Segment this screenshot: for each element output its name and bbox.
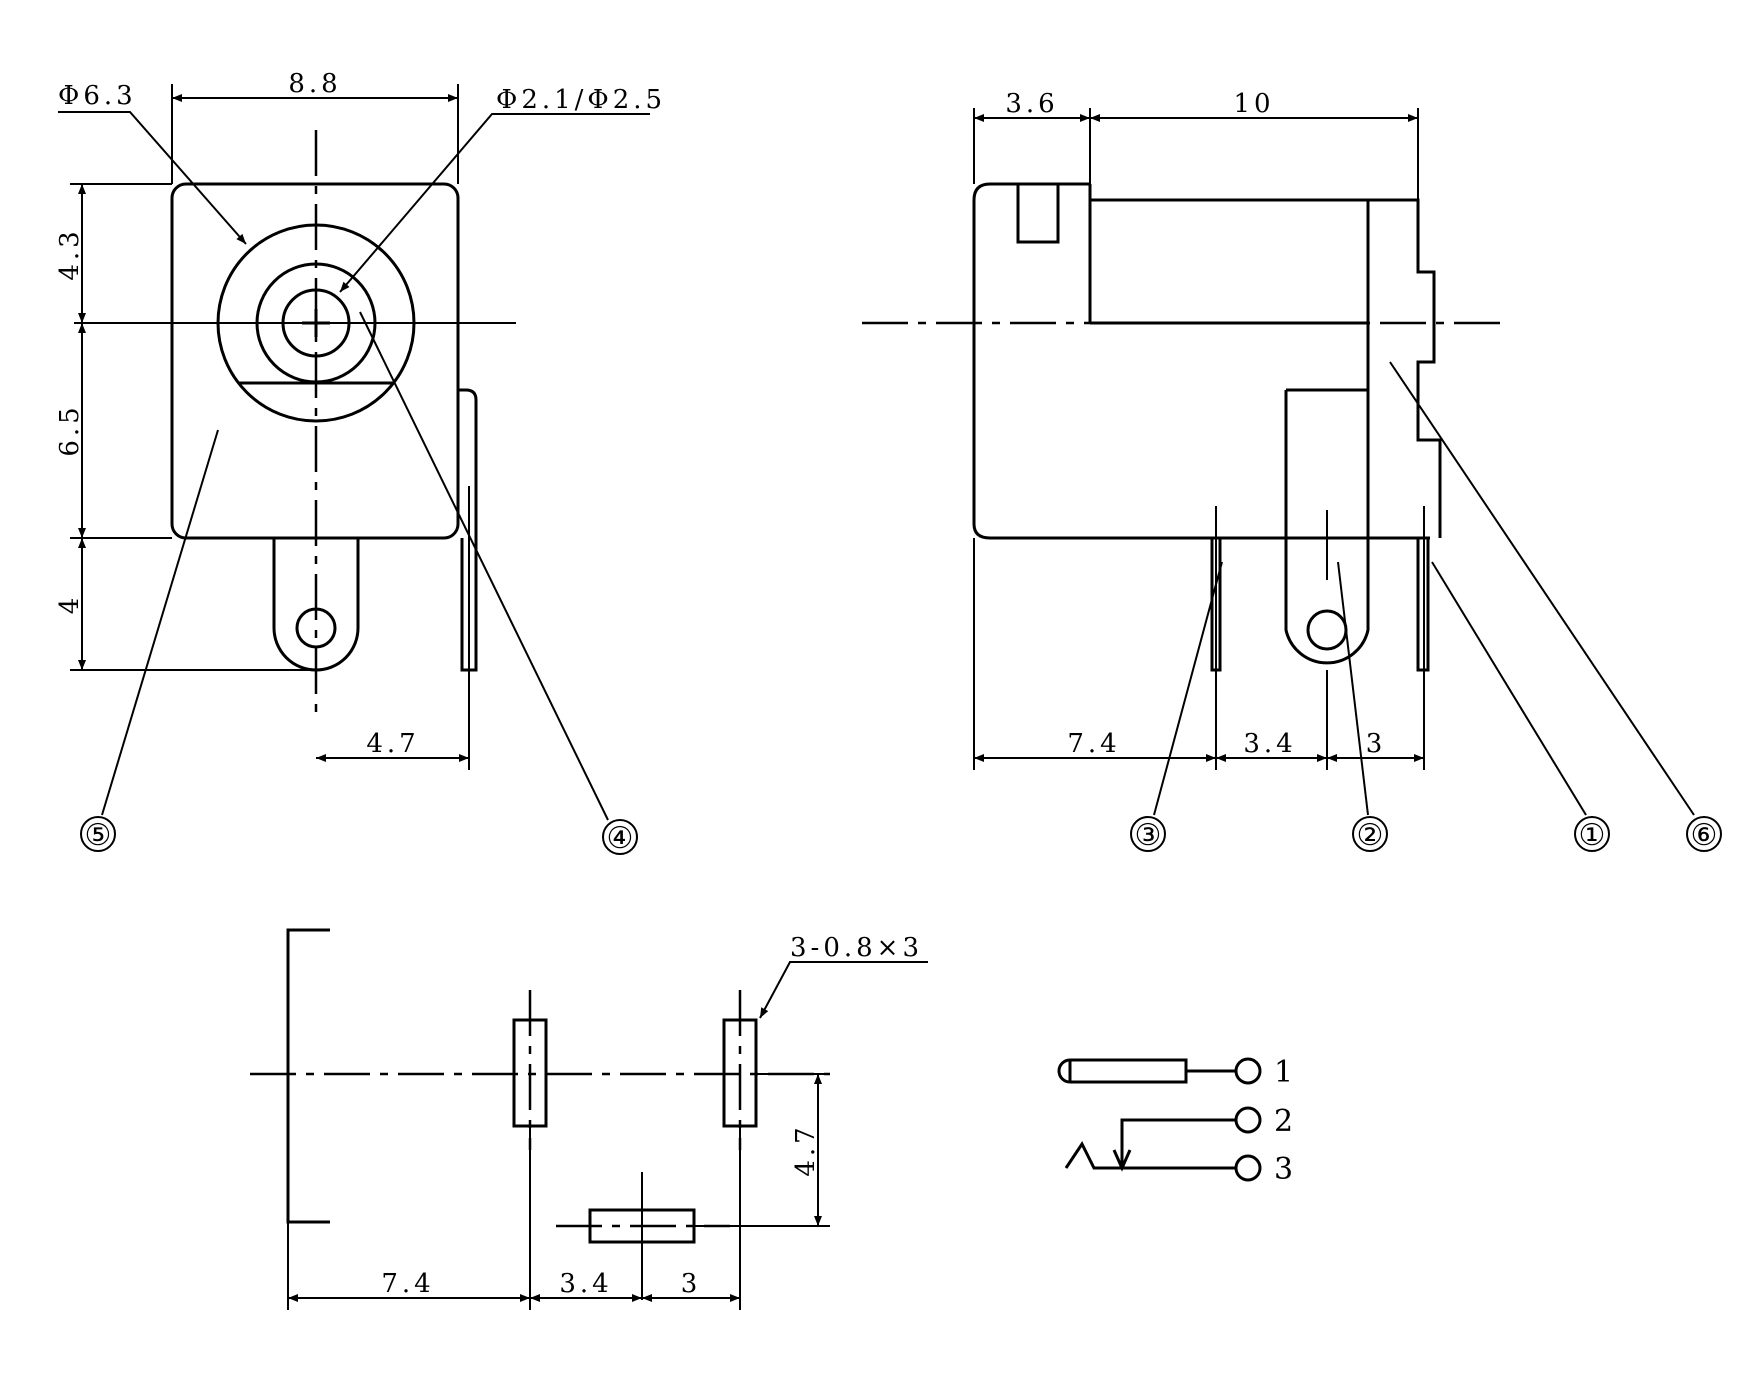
- label-2: ②: [1357, 818, 1384, 853]
- schematic-symbol: 1 2 3: [1057, 1055, 1293, 1187]
- callout-hole-spec: 3-0.8×3: [790, 933, 923, 963]
- dim-front-offset: 4.7: [366, 729, 419, 759]
- pcb-footprint-view: 4.7 3-0.8×3 7.4 3.4 3: [250, 928, 928, 1310]
- dim-front-top: 4.3: [55, 227, 85, 280]
- callout-outer-diameter: Φ6.3: [58, 81, 137, 111]
- terminal-3: [1234, 1154, 1262, 1182]
- side-view: 3.6 10 7.4 3.4 3 ③ ② ① ⑥: [862, 89, 1722, 853]
- dim-side-left: 3.6: [1005, 89, 1058, 119]
- dim-front-bottom: 4: [55, 594, 85, 615]
- front-view: 8.8 4.3 6.5 4 4.7 Φ6.3 Φ2.1/Φ2.5 ⑤ ④: [55, 69, 666, 856]
- label-3: ③: [1135, 818, 1162, 853]
- label-6: ⑥: [1691, 818, 1718, 853]
- dim-side-right: 10: [1233, 89, 1274, 119]
- pin-label-2: 2: [1274, 1104, 1293, 1139]
- side-body-outline: [972, 182, 1430, 540]
- dim-pcb-b2: 3.4: [559, 1269, 612, 1299]
- label-1: ①: [1579, 818, 1606, 853]
- pin-label-3: 3: [1274, 1152, 1293, 1187]
- terminal-1: [1234, 1057, 1262, 1085]
- side-bottom-tab: [1284, 388, 1370, 665]
- dim-pcb-b1: 7.4: [381, 1269, 434, 1299]
- dim-pcb-height: 4.7: [791, 1123, 821, 1176]
- dim-side-b2: 3.4: [1243, 729, 1296, 759]
- pin-label-1: 1: [1274, 1055, 1293, 1090]
- dim-front-width: 8.8: [288, 69, 341, 99]
- label-4: ④: [607, 821, 634, 856]
- front-side-pin: [458, 388, 478, 672]
- terminal-2: [1234, 1106, 1262, 1134]
- label-5: ⑤: [85, 818, 112, 853]
- callout-pin-diameter: Φ2.1/Φ2.5: [496, 85, 666, 115]
- dim-pcb-b3: 3: [681, 1269, 702, 1299]
- dim-side-b1: 7.4: [1067, 729, 1120, 759]
- dim-front-mid: 6.5: [55, 403, 85, 456]
- dim-side-b3: 3: [1366, 729, 1387, 759]
- schematic-plug: [1057, 1058, 1188, 1084]
